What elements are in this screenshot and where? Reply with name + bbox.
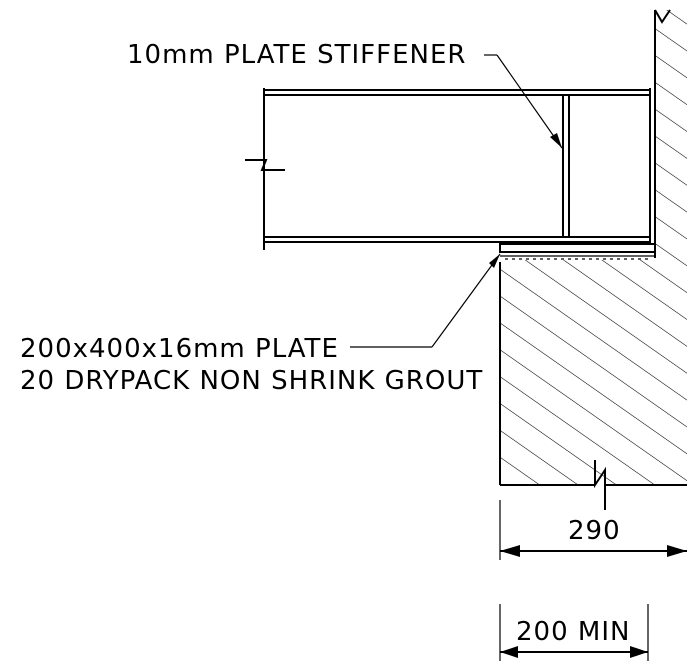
dimension-200-min-label: 200 MIN xyxy=(516,617,630,647)
stiffener-leader xyxy=(484,54,563,149)
dimension-290 xyxy=(499,500,687,560)
bearing-plate xyxy=(499,243,656,260)
plate-leader xyxy=(350,253,501,348)
stiffener-label: 10mm PLATE STIFFENER xyxy=(127,40,466,70)
grout-label: 20 DRYPACK NON SHRINK GROUT xyxy=(20,366,483,396)
steel-beam xyxy=(245,88,651,250)
concrete-support xyxy=(499,9,687,510)
dimension-200-min xyxy=(499,604,649,661)
dimension-290-label: 290 xyxy=(568,516,621,546)
plate-label: 200x400x16mm PLATE xyxy=(20,334,339,364)
